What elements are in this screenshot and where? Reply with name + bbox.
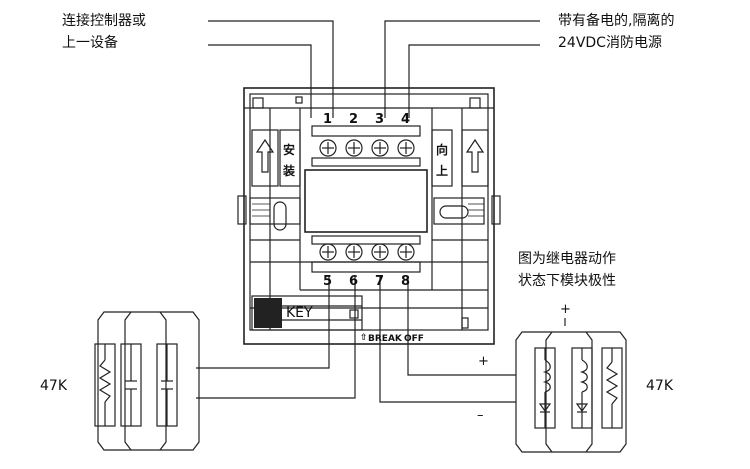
install-char-2: 装 <box>283 164 296 178</box>
right-caption-line2: 24VDC消防电源 <box>558 35 662 51</box>
minus-sign: – <box>477 408 484 423</box>
right-component-bank <box>515 331 627 453</box>
wires <box>196 276 566 403</box>
break-arrow-icon: ⇧ <box>360 333 368 343</box>
up-char-1: 向 <box>436 143 449 157</box>
plus-top-sign: + <box>560 302 571 317</box>
leader-lines <box>208 20 540 118</box>
left-caption-line1: 连接控制器或 <box>62 13 146 29</box>
terminal-number-5: 5 <box>323 274 333 289</box>
bottom-terminal-screws <box>311 235 421 273</box>
left-caption-line2: 上一设备 <box>62 35 118 51</box>
terminal-number-4: 4 <box>401 112 411 127</box>
terminal-number-3: 3 <box>375 112 385 127</box>
terminal-number-8: 8 <box>401 274 411 289</box>
module-body <box>237 87 501 345</box>
resistor-value-right: 47K <box>646 378 673 394</box>
resistor-value-left: 47K <box>40 378 67 394</box>
relay-caption-line1: 图为继电器动作 <box>518 251 616 267</box>
install-char-1: 安 <box>283 143 296 157</box>
terminal-number-6: 6 <box>349 274 359 289</box>
key-label: KEY <box>286 305 313 321</box>
top-terminal-screws <box>311 125 421 167</box>
terminal-number-1: 1 <box>323 112 333 127</box>
terminal-number-7: 7 <box>375 274 385 289</box>
off-label: OFF <box>404 334 424 344</box>
break-label: BREAK <box>368 334 402 344</box>
plus-sign: + <box>478 354 489 369</box>
right-caption-line1: 带有备电的,隔离的 <box>558 13 675 29</box>
up-char-2: 上 <box>436 164 449 178</box>
terminal-number-2: 2 <box>349 112 359 127</box>
relay-caption-line2: 状态下模块极性 <box>518 273 616 289</box>
left-component-bank <box>94 311 200 451</box>
